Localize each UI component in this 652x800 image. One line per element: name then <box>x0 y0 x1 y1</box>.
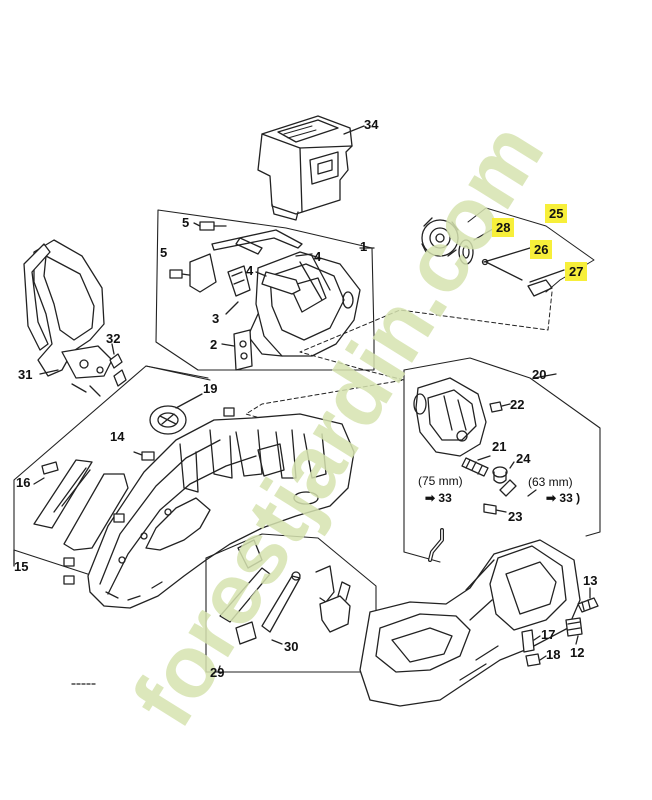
screw-part-14 <box>133 451 155 461</box>
label-part-29: 29 <box>210 665 225 680</box>
label-part-18: 18 <box>546 647 561 662</box>
label-part-26: 26 <box>530 240 553 259</box>
lever-part-4 <box>211 229 303 295</box>
bolt-part-23 <box>483 503 507 515</box>
screw-part-21 <box>461 457 489 477</box>
note-size-63mm: (63 mm) <box>528 475 573 489</box>
label-part-19: 19 <box>203 381 218 396</box>
bolt-part-17 <box>521 629 535 653</box>
note-ref-right: ➡ 33 ) <box>546 491 581 505</box>
label-part-5-upper: 5 <box>182 215 190 230</box>
bolt-part-13 <box>577 597 599 613</box>
label-part-4-upper: 4 <box>314 249 322 264</box>
screw-part-5-upper <box>193 221 227 231</box>
screws-crankcase <box>63 407 235 585</box>
handle-part-31 <box>23 239 113 397</box>
element-part-2 <box>233 329 253 371</box>
label-part-30: 30 <box>284 639 299 654</box>
label-part-12: 12 <box>570 645 585 660</box>
crankcase-body <box>87 413 355 609</box>
label-part-27: 27 <box>565 262 588 281</box>
label-part-20: 20 <box>532 367 547 382</box>
switch-part-3 <box>189 253 251 297</box>
starter-group-25 <box>421 217 553 297</box>
label-part-14: 14 <box>110 429 125 444</box>
label-part-22: 22 <box>510 397 525 412</box>
element-part-19 <box>149 405 187 435</box>
label-part-5-lower: 5 <box>160 245 168 260</box>
note-ref-left: ➡ 33 <box>425 491 452 505</box>
label-part-1: 1 <box>360 239 368 254</box>
label-part-34: 34 <box>364 117 379 132</box>
label-part-16: 16 <box>16 475 31 490</box>
bolt-part-12 <box>565 617 583 637</box>
label-part-2: 2 <box>210 337 218 352</box>
label-part-24: 24 <box>516 451 531 466</box>
label-part-3: 3 <box>212 311 220 326</box>
label-part-23: 23 <box>508 509 523 524</box>
screw-part-32 <box>109 353 127 387</box>
note-size-75mm: (75 mm) <box>418 474 463 488</box>
label-part-25: 25 <box>545 204 568 223</box>
leader-34 <box>343 125 365 135</box>
bracket-group-20 <box>403 357 601 563</box>
label-part-28: 28 <box>492 218 515 237</box>
label-part-13: 13 <box>583 573 598 588</box>
label-part-15: 15 <box>14 559 29 574</box>
engine-block-lower <box>359 539 581 707</box>
alignment-dashed-starter <box>245 291 553 441</box>
cover-part-34 <box>257 115 353 221</box>
bracket-group-25 <box>467 207 595 293</box>
label-part-17: 17 <box>541 627 556 642</box>
housing-part-20 <box>413 377 487 457</box>
label-part-31: 31 <box>18 367 33 382</box>
parts-group-29 <box>219 539 351 645</box>
screw-part-22 <box>489 401 503 413</box>
label-part-32: 32 <box>106 331 121 346</box>
bolt-part-18 <box>525 653 541 667</box>
cap-part-24 <box>492 466 508 484</box>
bracket-group-1 <box>155 209 375 371</box>
label-part-4-lower: 4 <box>246 263 254 278</box>
rail-part-16 <box>33 459 129 551</box>
label-part-21: 21 <box>492 439 507 454</box>
